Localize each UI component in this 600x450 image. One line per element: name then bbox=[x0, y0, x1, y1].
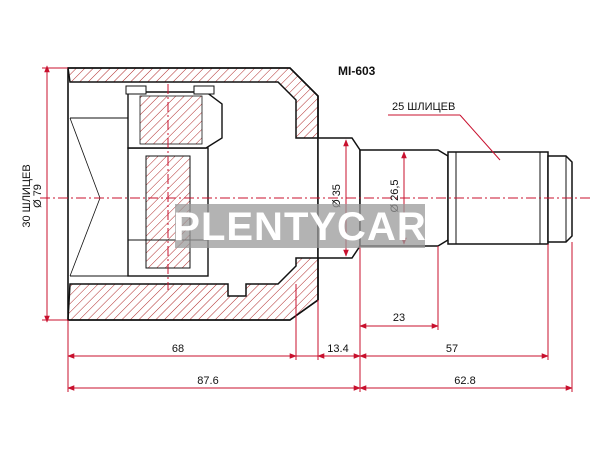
dim-housing-length: 68 bbox=[172, 343, 184, 355]
centerlines bbox=[40, 84, 590, 290]
watermark: PLENTYCAR bbox=[173, 204, 426, 249]
left-splines-label: 30 ШЛИЦЕВ bbox=[21, 164, 33, 227]
dim-shaft-length: 57 bbox=[446, 343, 458, 355]
dim-overall-left: 87.6 bbox=[197, 375, 218, 387]
shaft-tip bbox=[547, 155, 573, 243]
dim-overall-right: 62.8 bbox=[454, 375, 475, 387]
part-number: MI-603 bbox=[338, 64, 376, 78]
neck-diameter-label: Ø 35 bbox=[331, 184, 343, 208]
outer-diameter-label: Ø 79 bbox=[32, 184, 44, 208]
dim-shaft-step: 23 bbox=[393, 312, 405, 324]
dimension-lines bbox=[42, 65, 573, 392]
right-splines-label: 25 ШЛИЦЕВ bbox=[392, 101, 455, 113]
watermark-text: PLENTYCAR bbox=[173, 205, 426, 249]
dim-neck-length: 13.4 bbox=[327, 343, 348, 355]
